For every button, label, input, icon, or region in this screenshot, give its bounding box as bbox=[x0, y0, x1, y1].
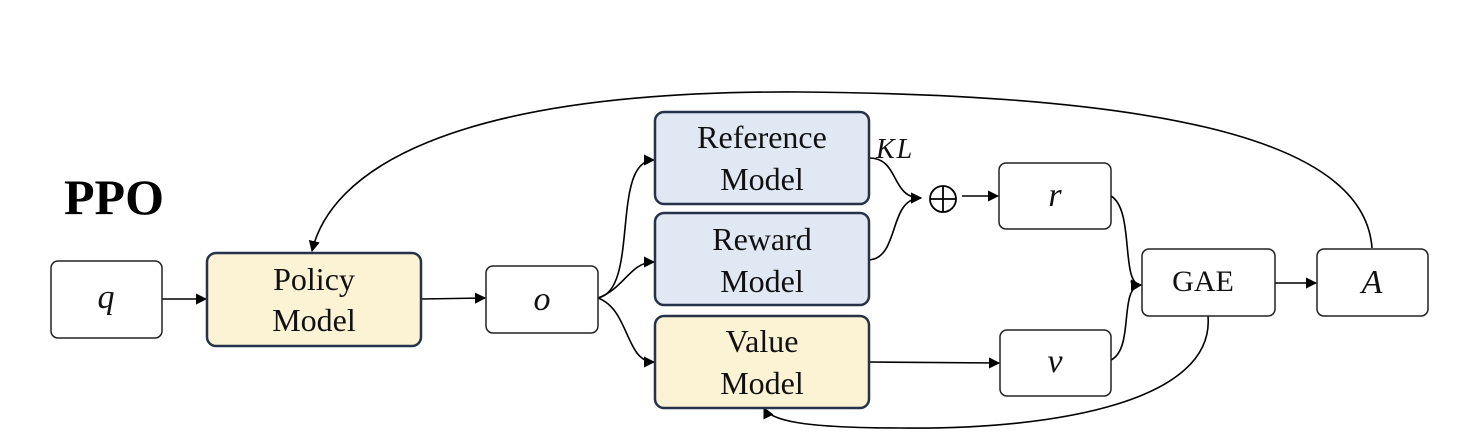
policy-model-label-line1: Policy bbox=[273, 261, 355, 297]
q-node: q bbox=[50, 260, 163, 339]
o-node: o bbox=[485, 265, 599, 334]
kl-label: KL bbox=[875, 134, 914, 165]
a-node: A bbox=[1316, 248, 1429, 317]
edge-o-to-value bbox=[597, 297, 656, 368]
edge-r-to-gae bbox=[1110, 195, 1143, 291]
value-model-label-line2: Model bbox=[720, 365, 804, 401]
edge-a-to-policy bbox=[308, 91, 1373, 253]
r-node: r bbox=[998, 162, 1112, 230]
edge-o-to-reference bbox=[597, 154, 656, 299]
value-model-node: Value Model bbox=[653, 314, 871, 410]
a-label: A bbox=[1360, 264, 1383, 301]
edges bbox=[162, 91, 1373, 429]
edge-value-to-v bbox=[868, 357, 1001, 369]
r-label: r bbox=[1048, 177, 1062, 214]
edge-reward-to-oplus bbox=[868, 192, 923, 261]
o-label: o bbox=[534, 281, 551, 318]
gae-node: GAE bbox=[1141, 248, 1276, 317]
reference-model-label-line1: Reference bbox=[697, 119, 827, 155]
reference-model-node: Reference Model bbox=[653, 110, 871, 206]
v-label: v bbox=[1047, 343, 1063, 380]
reward-model-label-line1: Reward bbox=[712, 221, 812, 257]
edge-v-to-gae bbox=[1110, 280, 1143, 361]
value-model-label-line1: Value bbox=[726, 323, 799, 359]
q-label: q bbox=[98, 279, 115, 316]
diagram-title: PPO bbox=[64, 169, 164, 225]
reward-model-node: Reward Model bbox=[653, 211, 871, 307]
oplus-icon bbox=[929, 185, 957, 213]
v-node: v bbox=[999, 329, 1112, 397]
reference-model-label-line2: Model bbox=[720, 161, 804, 197]
reward-model-label-line2: Model bbox=[720, 263, 804, 299]
edge-gae-to-value bbox=[763, 315, 1209, 429]
edge-policy-to-o bbox=[420, 292, 487, 304]
edge-o-to-reward bbox=[597, 256, 656, 299]
gae-label: GAE bbox=[1172, 265, 1234, 298]
policy-model-node: Policy Model bbox=[205, 251, 423, 348]
policy-model-label-line2: Model bbox=[272, 302, 356, 338]
